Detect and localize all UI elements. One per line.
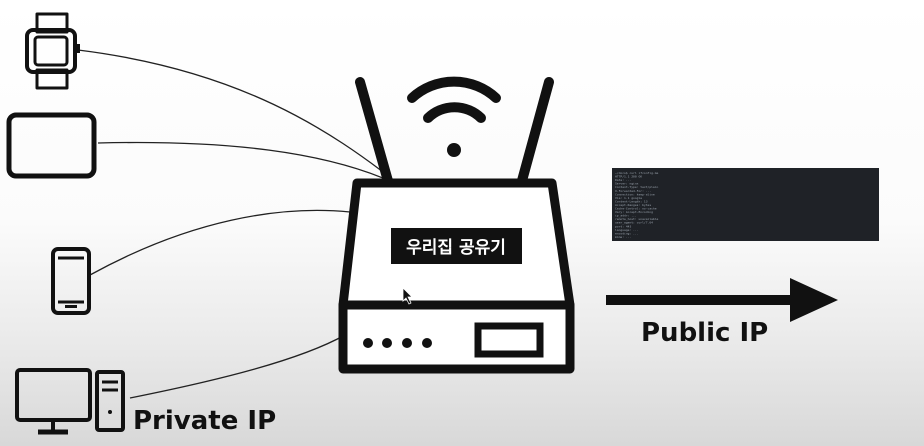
router-antenna-left [355, 77, 395, 193]
private-ip-label: Private IP [133, 406, 276, 436]
arrow-right-icon [606, 278, 838, 322]
terminal-line: Content-Type: text/plain [615, 185, 659, 189]
terminal-line: Content-Length: 13 [615, 199, 648, 203]
line-watch [77, 49, 401, 186]
terminal-line: Server: nginx [615, 182, 639, 186]
smartwatch-icon [25, 12, 80, 90]
terminal-line: ~/docs$ curl ifconfig.me [615, 171, 659, 175]
router-port [474, 322, 544, 358]
router-label-box [391, 228, 522, 264]
wifi-icon [407, 76, 501, 157]
router-icon: 우리집 공유기 [338, 77, 575, 374]
line-desktop [129, 334, 346, 399]
terminal-line: ip_addr: ... [615, 214, 637, 218]
terminal-line: port: 443 [615, 224, 631, 228]
terminal-line: user_agent: curl/7.64 [615, 221, 653, 225]
tablet-icon [6, 112, 97, 179]
router-front-panel [338, 300, 575, 374]
smartphone-icon [51, 247, 91, 315]
terminal-line: HTTP/1.1 200 OK [615, 175, 642, 179]
terminal-line: Connection: keep-alive [615, 192, 655, 196]
router-label: 우리집 공유기 [406, 238, 506, 258]
mouse-cursor-icon [402, 287, 413, 305]
terminal-line: remote_host: unavailable [615, 217, 659, 221]
terminal-line: X-Forwarded-For: ... [615, 189, 651, 193]
terminal-line: Accept-Ranges: bytes [615, 203, 651, 207]
terminal-line: mime: ... [615, 235, 631, 239]
line-phone [89, 209, 351, 276]
connection-lines [77, 49, 406, 399]
router-antenna-right [515, 77, 554, 193]
terminal-line: Cache-Control: no-cache [615, 207, 657, 211]
terminal-line: Via: 1.1 google [615, 196, 642, 200]
terminal-line: encoding: ... [615, 231, 639, 235]
line-tablet [97, 141, 406, 189]
terminal-line: Vary: Accept-Encoding [615, 210, 653, 214]
public-ip-label: Public IP [641, 318, 768, 348]
terminal-line: Date: ... [615, 178, 631, 182]
desktop-computer-icon [15, 368, 125, 435]
terminal-line: language: ... [615, 228, 639, 232]
